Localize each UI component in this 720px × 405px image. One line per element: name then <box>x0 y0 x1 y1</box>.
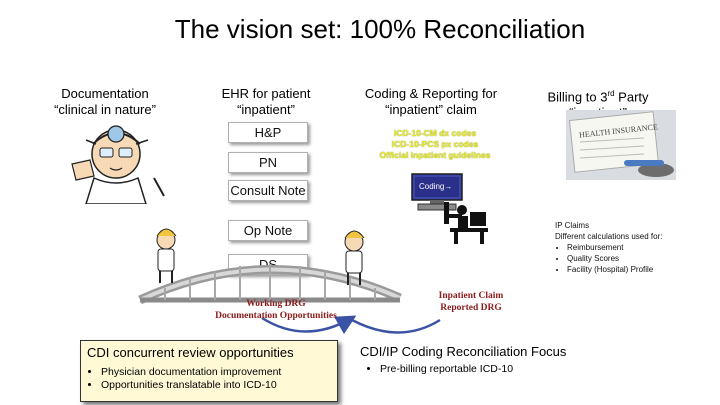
icd-codes-text: ICD-10-CM dx codes ICD-10-PCS px codes O… <box>356 128 514 161</box>
inpatient-claim-line1: Inpatient Claim <box>438 291 504 301</box>
ip-claims-subtitle: Different calculations used for: <box>555 232 663 241</box>
icd-line-cm: ICD-10-CM dx codes <box>393 128 477 138</box>
cdi-review-list: Physician documentation improvement Oppo… <box>87 366 331 392</box>
reconciliation-heading: CDI/IP Coding Reconciliation Focus <box>360 344 567 359</box>
nurse-right-icon <box>344 230 365 285</box>
documentation-header-line2: “clinical in nature” <box>54 102 156 117</box>
doctor-illustration <box>71 125 165 204</box>
person-at-computer-icon <box>444 202 488 244</box>
ip-claims-item: Reimbursement <box>567 242 715 253</box>
reconciliation-item: Pre-billing reportable ICD-10 <box>380 363 660 375</box>
working-drg-label: Working DRG Documentation Opportunities <box>196 298 356 322</box>
cdi-review-heading: CDI concurrent review opportunities <box>87 345 294 360</box>
doc-item-op-note: Op Note <box>228 220 308 241</box>
reconciliation-list: Pre-billing reportable ICD-10 <box>360 363 660 375</box>
coding-header-line2: “inpatient” claim <box>385 102 477 117</box>
monitor-label: Coding→ <box>419 182 452 191</box>
inpatient-claim-line2: Reported DRG <box>440 303 502 313</box>
coding-header-line1: Coding & Reporting for <box>364 86 498 101</box>
doc-item-hp: H&P <box>228 122 308 143</box>
billing-superscript: rd <box>607 89 615 98</box>
ip-claims-list: Reimbursement Quality Scores Facility (H… <box>555 242 715 275</box>
billing-text-a: Billing to 3 <box>547 89 608 105</box>
reconciliation-focus: CDI/IP Coding Reconciliation Focus Pre-b… <box>360 344 660 375</box>
coding-header: Coding & Reporting for “inpatient” claim <box>342 86 520 118</box>
ip-claims-title: IP Claims <box>555 221 590 230</box>
doc-item-consult-note: Consult Note <box>228 180 308 201</box>
curved-arrow-left <box>261 315 357 335</box>
ehr-header-line1: EHR for patient <box>221 86 311 101</box>
documentation-header: Documentation “clinical in nature” <box>30 86 180 118</box>
page-title: The vision set: 100% Reconciliation <box>174 14 586 44</box>
ip-claims-item: Quality Scores <box>567 253 715 264</box>
icd-line-pcs: ICD-10-PCS px codes <box>391 139 479 149</box>
cdi-review-item: Opportunities translatable into ICD-10 <box>101 379 331 392</box>
inpatient-claim-label: Inpatient Claim Reported DRG <box>406 290 536 314</box>
insurance-claim-image: HEALTH INSURANCE <box>566 110 676 180</box>
ip-claims-text: IP Claims Different calculations used fo… <box>555 220 715 275</box>
working-drg-line1: Working DRG <box>246 299 306 309</box>
documentation-header-line1: Documentation <box>61 86 149 101</box>
ehr-header: EHR for patient “inpatient” <box>196 86 336 118</box>
cdi-review-panel: CDI concurrent review opportunities Phys… <box>80 340 338 402</box>
computer-monitor-icon: Coding→ <box>411 173 463 211</box>
ehr-header-line2: “inpatient” <box>237 102 295 117</box>
billing-header-line1: Billing to 3rd Party <box>528 86 668 105</box>
curved-arrow-right <box>351 318 441 334</box>
icd-line-guidelines: Official inpatient guidelines <box>379 150 491 160</box>
working-drg-line2: Documentation Opportunities <box>215 311 337 321</box>
cdi-review-item: Physician documentation improvement <box>101 366 331 379</box>
ip-claims-item: Facility (Hospital) Profile <box>567 264 715 275</box>
nurse-left-icon <box>156 228 177 283</box>
doc-item-pn: PN <box>228 152 308 173</box>
billing-text-b: Party <box>614 89 649 105</box>
bridge-structure <box>138 264 402 305</box>
